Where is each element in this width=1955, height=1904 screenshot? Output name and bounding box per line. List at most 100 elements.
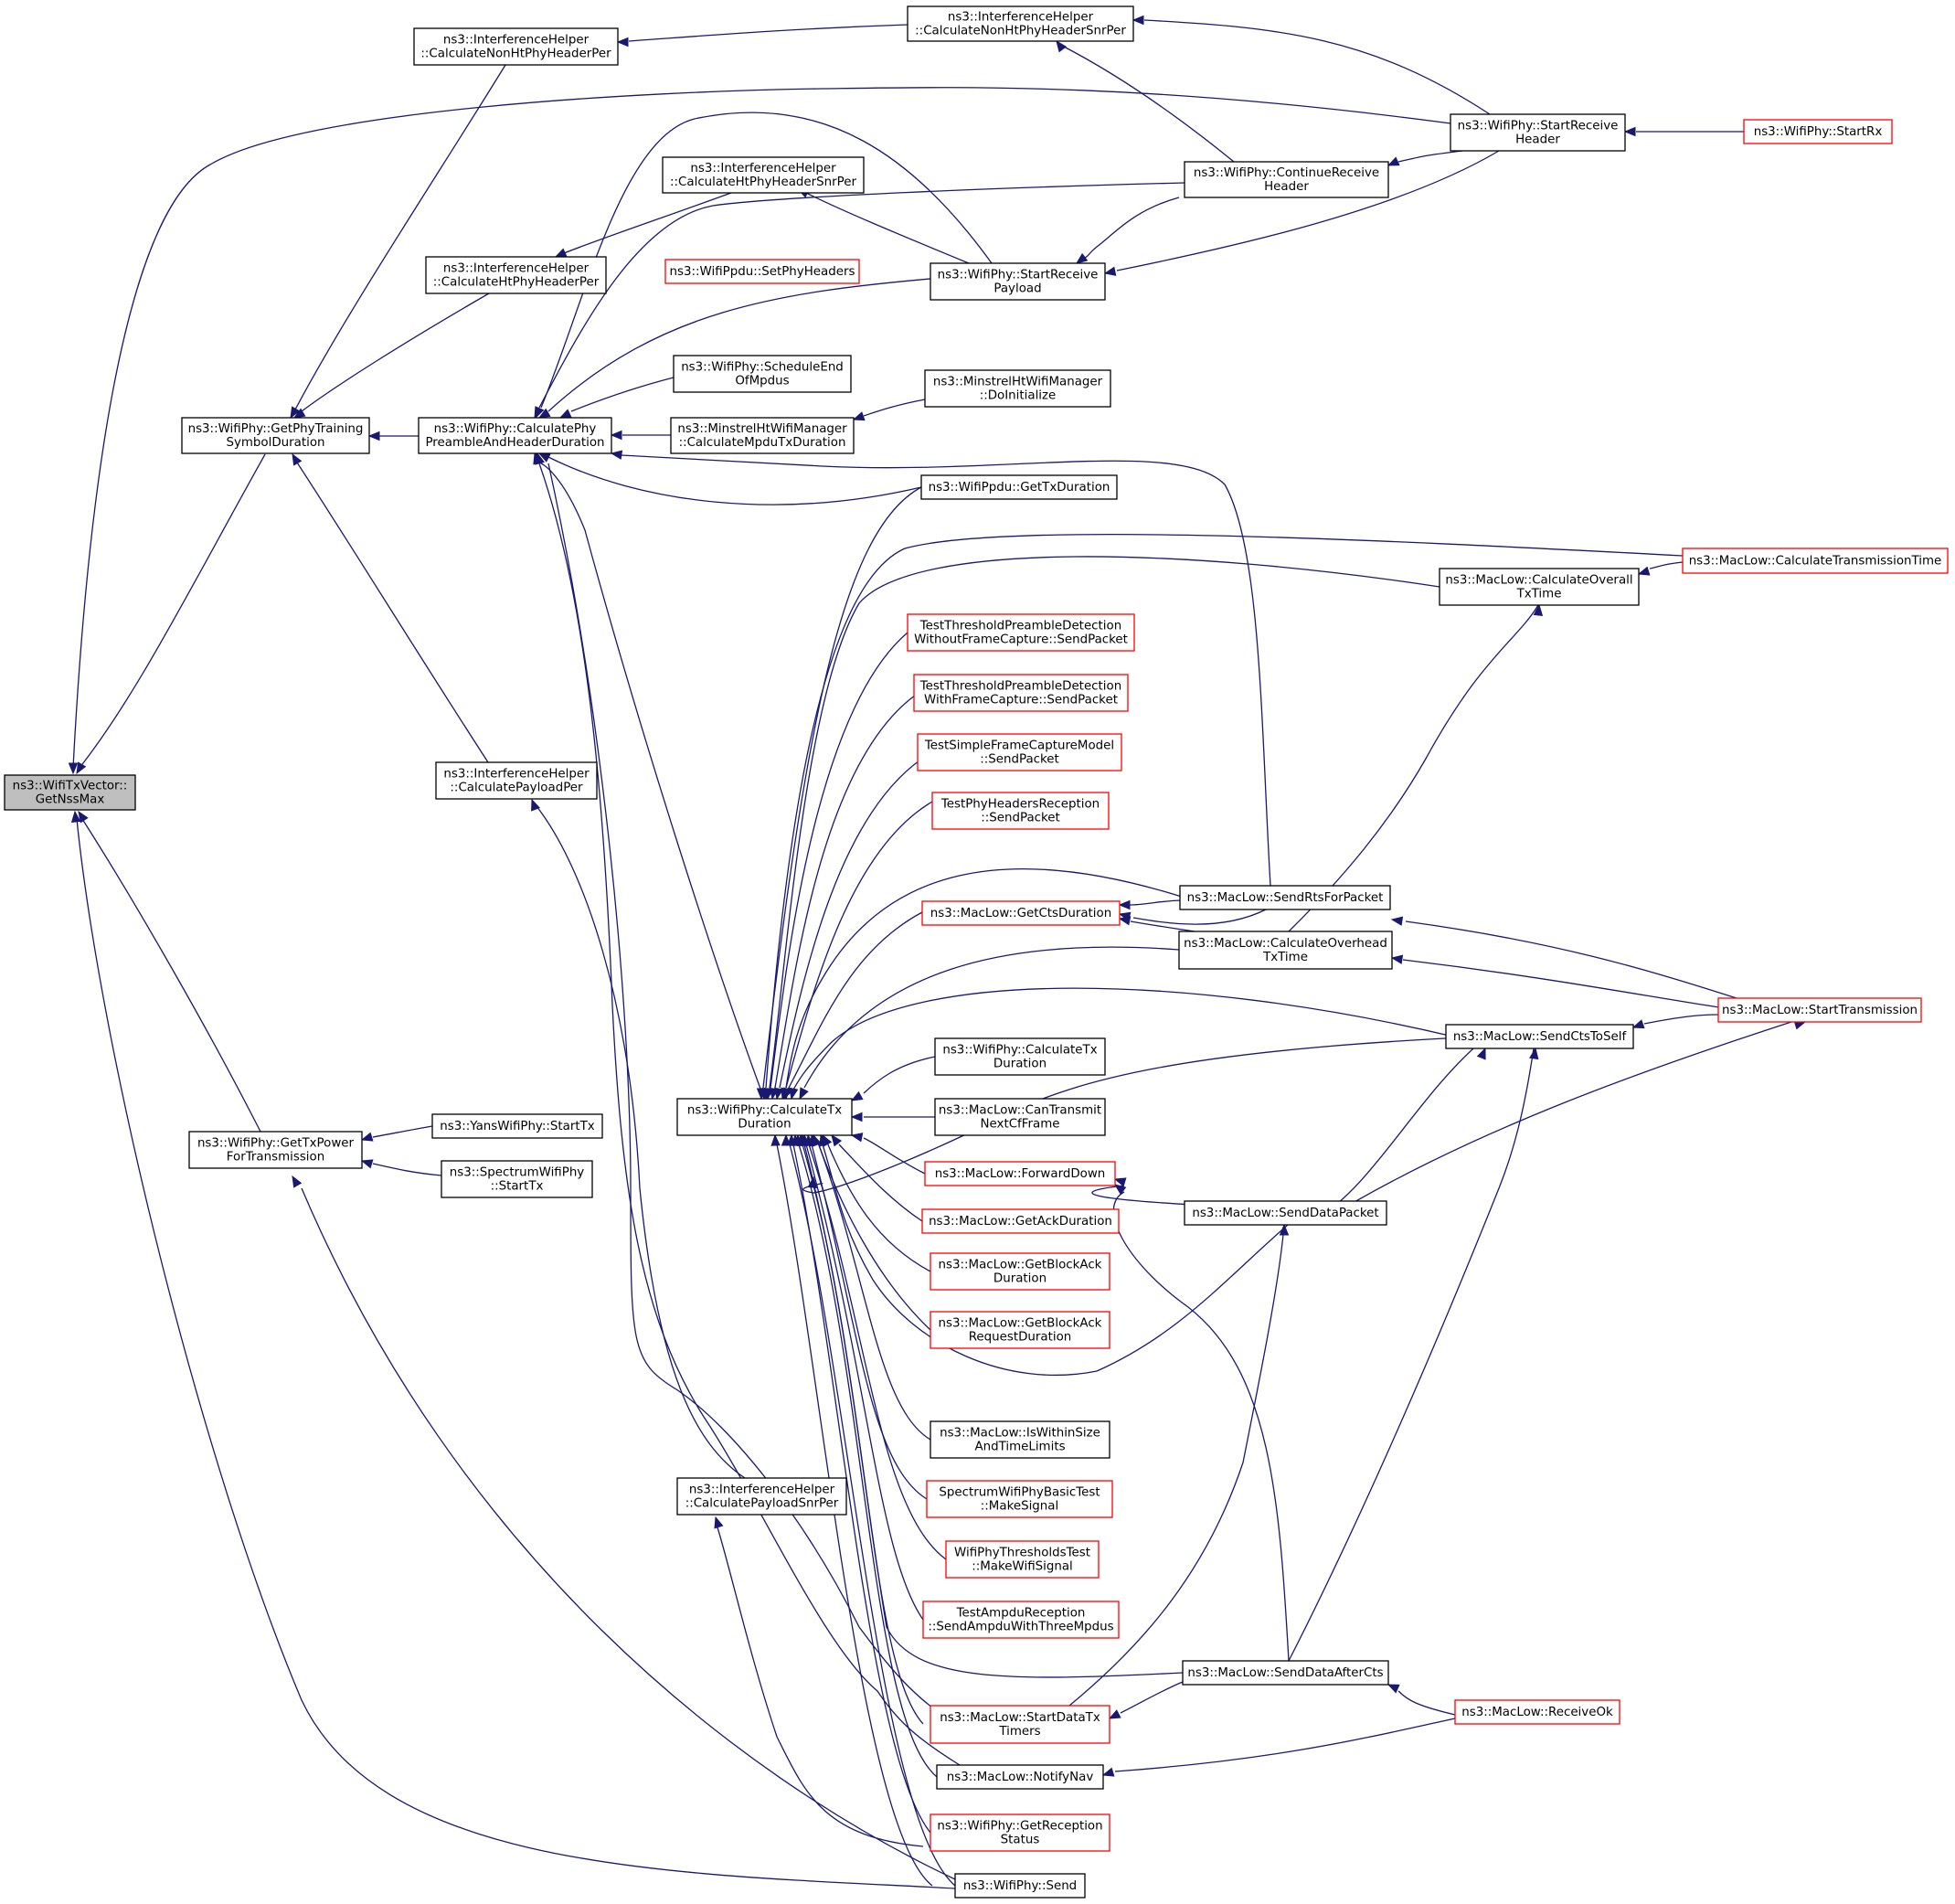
arrowhead: [1387, 1684, 1400, 1694]
node-label: ns3::WifiPhy::StartReceive: [1458, 120, 1619, 133]
node-label: ns3::MacLow::CalculateOverhead: [1184, 937, 1387, 951]
arrowhead: [1113, 1184, 1127, 1196]
function-node-preamble[interactable]: ns3::WifiPhy::CalculatePhyPreambleAndHea…: [418, 417, 612, 454]
function-node-yans-starttx[interactable]: ns3::YansWifiPhy::StartTx: [431, 1113, 603, 1139]
call-edge: [1397, 150, 1463, 163]
node-box: [1450, 113, 1626, 152]
function-node-minstrel-calc[interactable]: ns3::MinstrelHtWifiManager::CalculateMpd…: [670, 417, 855, 454]
node-box: [907, 613, 1135, 652]
function-node-test-without[interactable]: TestThresholdPreambleDetectionWithoutFra…: [907, 613, 1135, 652]
function-node-sendrts[interactable]: ns3::MacLow::SendRtsForPacket: [1179, 885, 1391, 910]
function-node-ht-snrper[interactable]: ns3::InterferenceHelper::CalculateHtPhyH…: [662, 156, 865, 194]
function-node-nonht-snrper[interactable]: ns3::InterferenceHelper::CalculateNonHtP…: [907, 5, 1134, 42]
call-edge: [1315, 1021, 1792, 1226]
function-node-ht-per[interactable]: ns3::InterferenceHelper::CalculateHtPhyH…: [425, 256, 607, 294]
node-label: ns3::MacLow::GetCtsDuration: [930, 907, 1111, 920]
node-box: [924, 369, 1111, 408]
node-label: ns3::WifiTxVector::: [13, 780, 128, 793]
node-box: [1184, 161, 1389, 198]
arrowhead: [1118, 899, 1131, 910]
node-label: SpectrumWifiPhyBasicTest: [939, 1486, 1100, 1500]
node-box: [181, 417, 370, 454]
function-node-test-with[interactable]: TestThresholdPreambleDetectionWithFrameC…: [913, 674, 1129, 712]
node-label: SymbolDuration: [226, 436, 324, 450]
node-label: GetNssMax: [36, 793, 105, 807]
arrowhead: [1533, 603, 1544, 616]
function-node-getack[interactable]: ns3::MacLow::GetAckDuration: [921, 1208, 1120, 1234]
call-edge: [1405, 920, 1737, 999]
call-edge: [808, 1143, 947, 1560]
nodes-layer: ns3::WifiTxVector::GetNssMaxns3::Interfe…: [4, 5, 1949, 1899]
function-node-ppdu-gettx[interactable]: ns3::WifiPpdu::GetTxDuration: [920, 474, 1118, 500]
node-box: [934, 1098, 1106, 1136]
node-box: [1682, 548, 1949, 574]
node-label: TestPhyHeadersReception: [940, 798, 1100, 812]
node-label: Duration: [993, 1058, 1047, 1071]
function-node-payload-snrper[interactable]: ns3::InterferenceHelper::CalculatePayloa…: [676, 1477, 847, 1516]
function-node-nonht-per[interactable]: ns3::InterferenceHelper::CalculateNonHtP…: [413, 27, 619, 66]
node-label: ns3::WifiPhy::ScheduleEnd: [681, 361, 844, 375]
function-node-starttransmission[interactable]: ns3::MacLow::StartTransmission: [1717, 997, 1922, 1023]
function-node-payload-per[interactable]: ns3::InterferenceHelper::CalculatePayloa…: [435, 761, 598, 800]
function-node-getcts[interactable]: ns3::MacLow::GetCtsDuration: [921, 900, 1121, 926]
node-label: ns3::MacLow::ReceiveOk: [1461, 1706, 1613, 1719]
call-edge: [538, 182, 1185, 409]
function-node-test-ampdu[interactable]: TestAmpduReception::SendAmpduWithThreeMp…: [922, 1601, 1120, 1639]
function-node-notifynav[interactable]: ns3::MacLow::NotifyNav: [936, 1764, 1104, 1790]
node-label: ns3::MacLow::CalculateOverall: [1445, 574, 1632, 588]
function-node-sendcts-self[interactable]: ns3::MacLow::SendCtsToSelf: [1445, 1024, 1634, 1049]
function-node-spectrum-makesignal[interactable]: SpectrumWifiPhyBasicTest::MakeSignal: [926, 1480, 1113, 1518]
function-node-senddata-aftercts[interactable]: ns3::MacLow::SendDataAfterCts: [1182, 1660, 1389, 1686]
function-node-test-simple[interactable]: TestSimpleFrameCaptureModel::SendPacket: [917, 733, 1122, 771]
arrowhead: [1529, 1047, 1539, 1060]
function-node-forwarddown[interactable]: ns3::MacLow::ForwardDown: [924, 1161, 1116, 1186]
function-node-thresholds-makesignal[interactable]: WifiPhyThresholdsTest::MakeWifiSignal: [945, 1540, 1100, 1579]
arrowhead: [531, 798, 540, 812]
node-label: ns3::WifiPhy::CalculatePhy: [434, 422, 597, 436]
node-label: ns3::InterferenceHelper: [443, 34, 590, 48]
node-box: [1717, 997, 1922, 1023]
node-label: Duration: [993, 1272, 1047, 1286]
node-box: [930, 1705, 1110, 1744]
function-node-send[interactable]: ns3::WifiPhy::Send: [954, 1873, 1086, 1899]
function-node-minstrel-init[interactable]: ns3::MinstrelHtWifiManager::DoInitialize: [924, 369, 1111, 408]
node-box: [431, 1113, 603, 1139]
node-label: ns3::WifiPhy::CalculateTx: [942, 1044, 1097, 1058]
function-node-receiveok[interactable]: ns3::MacLow::ReceiveOk: [1454, 1699, 1620, 1725]
function-node-setphyheaders[interactable]: ns3::WifiPpdu::SetPhyHeaders: [664, 259, 860, 284]
node-label: ns3::WifiPhy::CalculateTx: [687, 1104, 842, 1118]
node-label: ns3::MacLow::NotifyNav: [947, 1771, 1094, 1784]
call-edge: [1132, 909, 1267, 925]
function-node-calc-transmission[interactable]: ns3::MacLow::CalculateTransmissionTime: [1682, 548, 1949, 574]
function-node-startrx[interactable]: ns3::WifiPhy::StartRx: [1743, 119, 1893, 144]
arrowhead: [789, 1087, 799, 1101]
call-edge: [1120, 1681, 1184, 1714]
function-node-senddatapacket[interactable]: ns3::MacLow::SendDataPacket: [1184, 1200, 1387, 1226]
node-label: AndTimeLimits: [974, 1441, 1065, 1454]
arrowhead: [1103, 266, 1117, 276]
arrowhead: [558, 409, 572, 419]
node-box: [664, 259, 860, 284]
call-edge: [296, 462, 489, 763]
function-node-training[interactable]: ns3::WifiPhy::GetPhyTrainingSymbolDurati…: [181, 417, 370, 454]
node-label: Header: [1515, 133, 1560, 147]
node-box: [676, 1098, 853, 1136]
function-node-test-headers[interactable]: TestPhyHeadersReception::SendPacket: [931, 792, 1110, 830]
call-edge: [301, 1187, 956, 1880]
function-node-spectrum-starttx[interactable]: ns3::SpectrumWifiPhy::StartTx: [441, 1160, 593, 1198]
